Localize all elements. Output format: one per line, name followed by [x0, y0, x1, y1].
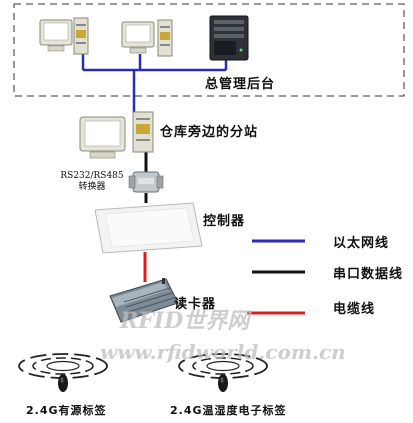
converter-label: RS232/RS485 转换器 [60, 171, 124, 192]
sensor-tag-label: 2.4G温湿度电子标签 [170, 404, 287, 417]
legend-ethernet-label: 以太网线 [333, 236, 390, 251]
legend-cable-label: 电缆线 [333, 302, 376, 317]
branch-station-pc-icon [79, 111, 154, 159]
server-icon [209, 15, 249, 61]
controller-label: 控制器 [203, 214, 246, 229]
controller-icon [94, 202, 203, 254]
headquarters-label: 总管理后台 [205, 77, 276, 92]
watermark-brand: RFID世界网 [120, 308, 250, 334]
reader-icon [109, 278, 179, 323]
converter-icon [128, 171, 164, 193]
active-tag-label: 2.4G有源标签 [26, 404, 107, 417]
pc-icon [121, 19, 173, 57]
branch-station-label: 仓库旁边的分站 [160, 125, 259, 140]
sensor-tag-icon [178, 353, 268, 392]
watermark-url: www.rfidworld.com.cn [100, 340, 346, 364]
ethernet-lines [81, 54, 228, 115]
pc-icon [39, 17, 89, 55]
active-tag-icon [18, 353, 108, 392]
legend-serial-label: 串口数据线 [333, 267, 404, 282]
headquarters-boundary [13, 3, 405, 97]
reader-label: 读卡器 [174, 297, 217, 312]
